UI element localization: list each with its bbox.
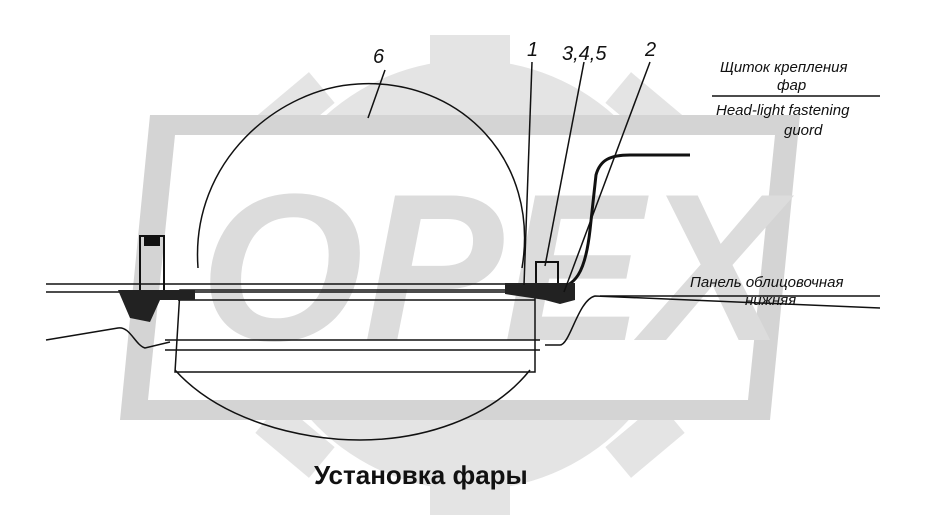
- caption-title: Установка фары: [314, 460, 528, 490]
- note-panel-ru-1: Панель облицовочная: [690, 274, 844, 291]
- callout-2: 2: [644, 39, 656, 61]
- note-guard-en-1: Head-light fastening: [716, 102, 850, 119]
- lamp-body: [174, 289, 536, 373]
- leader-2: [563, 61, 651, 293]
- note-guard-en-2: guord: [784, 122, 823, 139]
- leader-345: [544, 61, 585, 267]
- left-seal: [118, 290, 195, 322]
- note-guard-ru-2: фар: [777, 77, 806, 94]
- note-guard-ru-1: Щиток крепления: [720, 59, 848, 76]
- lamp-dome: [196, 83, 526, 269]
- lamp-lower-sphere: [174, 369, 531, 441]
- lower-panel-left: [45, 327, 171, 349]
- callout-6: 6: [373, 46, 385, 68]
- watermark-text: OPEX: [200, 150, 794, 385]
- right-seal: [505, 283, 575, 304]
- note-panel-ru-2: нижняя: [745, 292, 796, 309]
- badge-inner: [148, 135, 775, 400]
- leader-6: [367, 69, 386, 119]
- fastening-guard: [554, 153, 690, 292]
- callout-345: 3,4,5: [562, 43, 607, 65]
- callout-1: 1: [527, 39, 538, 61]
- watermark-logo: OPEX: [120, 35, 800, 515]
- lower-panel-right: [545, 295, 881, 346]
- left-screw-head: [144, 236, 160, 246]
- leader-1: [523, 61, 533, 286]
- headlight-drawing: [45, 61, 881, 441]
